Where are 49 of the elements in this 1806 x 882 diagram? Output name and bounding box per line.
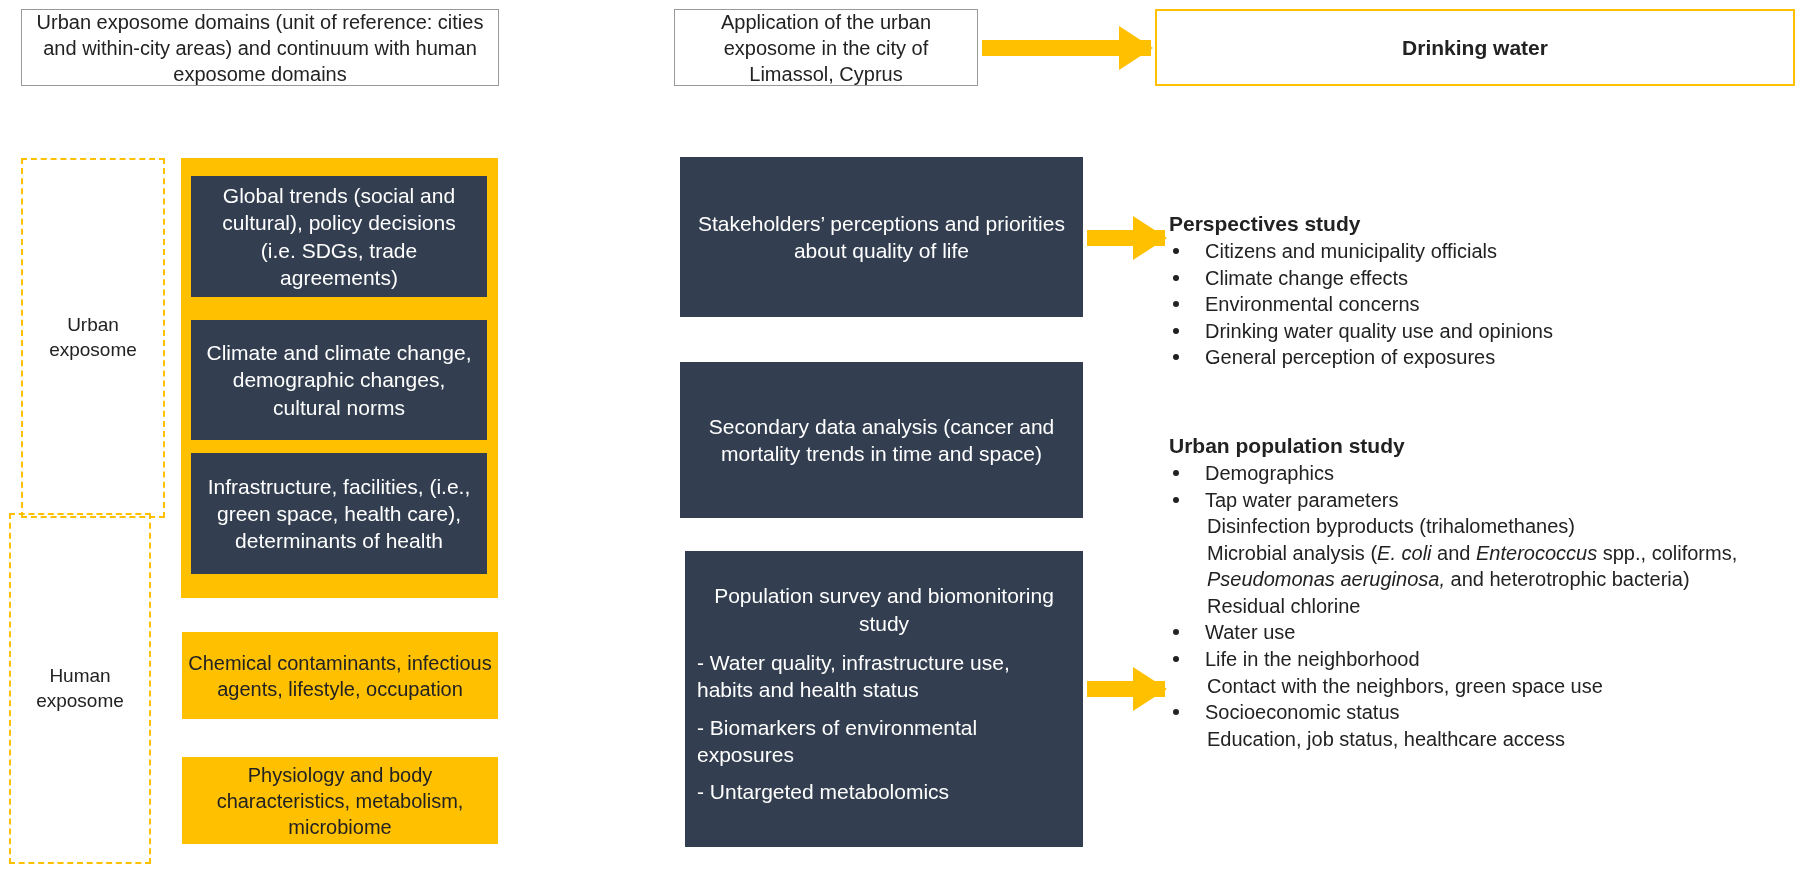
node-text: Stakeholders’ perceptions and priorities about quality of life <box>697 210 1066 264</box>
node-text: Application of the urban exposome in the city of Limassol, Cyprus <box>719 9 933 87</box>
process-box <box>191 176 487 297</box>
arrow <box>1087 216 1167 260</box>
list-item: Environmental concerns <box>1205 292 1421 318</box>
list-item: Water use <box>1205 620 1297 646</box>
process-box <box>191 320 487 440</box>
list-item: Socioeconomic status <box>1205 700 1401 726</box>
list-item: - Water quality, infrastructure use, habits and health status <box>697 650 1011 704</box>
node-text: Population survey and biomonitoring study <box>713 583 1055 637</box>
node-text: Infrastructure, facilities, (i.e., green space, health care), determinants of health <box>206 473 472 555</box>
group-box <box>9 513 151 864</box>
process-box <box>680 157 1083 317</box>
process-box <box>680 362 1083 518</box>
header-box <box>1155 9 1795 86</box>
process-box <box>191 453 487 574</box>
node-text: Global trends (social and cultural), policy decisions (i.e. SDGs, trade agreements) <box>221 182 457 291</box>
list-item: - Untargeted metabolomics <box>697 779 951 806</box>
list-item: Demographics <box>1205 460 1335 486</box>
node-text: Human exposome <box>35 663 125 713</box>
node-text: Physiology and body characteristics, metabolism, microbiome <box>215 762 465 840</box>
list-heading: Perspectives study <box>1169 211 1362 237</box>
list-subitem: Disinfection byproducts (trihalomethanes) <box>1206 514 1576 540</box>
domain-box <box>182 757 498 844</box>
header-box <box>674 9 978 86</box>
process-box <box>685 551 1083 847</box>
list-item: General perception of exposures <box>1205 345 1497 371</box>
list-item: Citizens and municipality officials <box>1205 238 1498 264</box>
list-item: Drinking water quality use and opinions <box>1205 318 1554 344</box>
node-text: Urban exposome domains (unit of reference: cities and within-city areas) and continuum with human exposome domains <box>35 9 485 87</box>
node-text: Secondary data analysis (cancer and mortality trends in time and space) <box>707 413 1056 467</box>
list-subitem: Microbial analysis (E. coli and Enterococcus spp., coliforms, Pseudomonas aeruginosa, and heterotrophic bacteria) <box>1206 540 1739 593</box>
node-text: Urban exposome <box>48 313 138 362</box>
domain-panel <box>181 158 498 598</box>
list-heading: Urban population study <box>1169 433 1406 459</box>
group-box <box>21 158 165 518</box>
list-subitem: Residual chlorine <box>1206 593 1362 619</box>
arrow <box>982 26 1153 70</box>
list-subitem: Education, job status, healthcare access <box>1206 726 1566 752</box>
list-item: Life in the neighborhood <box>1205 647 1421 673</box>
arrow <box>1087 667 1167 711</box>
list-subitem: Contact with the neighbors, green space use <box>1206 673 1604 699</box>
domain-box <box>182 632 498 719</box>
node-text: Chemical contaminants, infectious agents, lifestyle, occupation <box>187 650 493 702</box>
list-item: - Biomarkers of environmental exposures <box>697 714 979 768</box>
list-item: Tap water parameters <box>1205 487 1400 513</box>
node-text: Climate and climate change, demographic changes, cultural norms <box>205 340 473 421</box>
list-item: Climate change effects <box>1205 265 1410 291</box>
node-text: Drinking water <box>1402 34 1548 61</box>
